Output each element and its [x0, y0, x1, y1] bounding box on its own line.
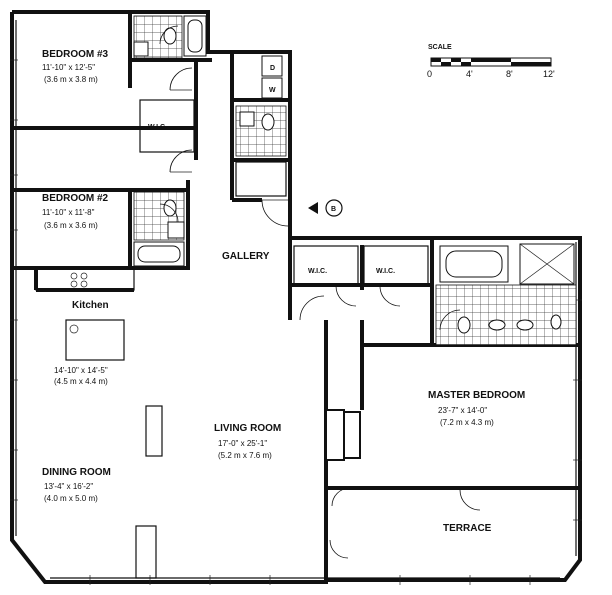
bedroom-3-name: BEDROOM #3 [42, 49, 109, 60]
scale-bar: SCALE 0 4' 8' 12' [427, 44, 555, 79]
window-mullions [10, 59, 582, 585]
room-gallery: GALLERY [222, 251, 270, 262]
bedroom-3-dim-imperial: 11'-10" x 12'-5" [42, 63, 95, 72]
kitchen-dim-metric: (4.5 m x 4.4 m) [54, 377, 108, 386]
wic-label-master-1: W.I.C. [308, 268, 327, 275]
room-living: LIVING ROOM 17'-0" x 25'-1" (5.2 m x 7.6… [214, 423, 281, 460]
entry-marker-label: B [331, 206, 336, 213]
wic-label-master-2: W.I.C. [376, 268, 395, 275]
wic-label-bedroom3: W.I.C. [148, 124, 167, 131]
entry-marker: B [308, 199, 343, 217]
closet-labels: W.I.C. W.I.C. W.I.C. [148, 124, 395, 275]
room-master: MASTER BEDROOM 23'-7" x 14'-0" (7.2 m x … [428, 390, 525, 427]
kitchen-dim-imperial: 14'-10" x 14'-5" [54, 366, 108, 375]
kitchen-fixtures [35, 267, 163, 579]
scale-title: SCALE [428, 44, 452, 51]
scale-tick-12: 12' [543, 69, 555, 79]
dining-name: DINING ROOM [42, 467, 111, 478]
room-terrace: TERRACE [443, 523, 492, 534]
master-dim-imperial: 23'-7" x 14'-0" [438, 406, 487, 415]
room-bedroom-3: BEDROOM #3 11'-10" x 12'-5" (3.6 m x 3.8… [42, 49, 109, 84]
bath-fixtures [133, 15, 575, 334]
bathroom-tiles [133, 15, 577, 346]
bedroom-2-dim-imperial: 11'-10" x 11'-8" [42, 208, 95, 217]
living-name: LIVING ROOM [214, 423, 281, 434]
kitchen-name: Kitchen [72, 300, 109, 311]
dining-dim-imperial: 13'-4" x 16'-2" [44, 482, 93, 491]
scale-tick-0: 0 [427, 69, 432, 79]
bedroom-2-dim-metric: (3.6 m x 3.6 m) [44, 221, 98, 230]
room-bedroom-2: BEDROOM #2 11'-10" x 11'-8" (3.6 m x 3.6… [42, 193, 109, 230]
gallery-name: GALLERY [222, 251, 270, 262]
dining-dim-metric: (4.0 m x 5.0 m) [44, 494, 98, 503]
living-dim-metric: (5.2 m x 7.6 m) [218, 451, 272, 460]
terrace-name: TERRACE [443, 523, 492, 534]
closets [139, 99, 429, 285]
laundry-labels: D W [269, 65, 276, 94]
washer-label: W [269, 87, 276, 94]
living-dim-imperial: 17'-0" x 25'-1" [218, 439, 267, 448]
scale-tick-4: 4' [466, 69, 473, 79]
bedroom-2-name: BEDROOM #2 [42, 193, 109, 204]
room-dining: DINING ROOM 13'-4" x 16'-2" (4.0 m x 5.0… [42, 467, 111, 503]
master-name: MASTER BEDROOM [428, 390, 525, 401]
room-kitchen: Kitchen 14'-10" x 14'-5" (4.5 m x 4.4 m) [54, 300, 109, 386]
bedroom-3-dim-metric: (3.6 m x 3.8 m) [44, 75, 98, 84]
kitchen-island [65, 319, 125, 361]
scale-tick-8: 8' [506, 69, 513, 79]
dryer-label: D [270, 65, 275, 72]
dining-column [145, 405, 163, 457]
door-swings [159, 25, 481, 559]
master-dim-metric: (7.2 m x 4.3 m) [440, 418, 494, 427]
